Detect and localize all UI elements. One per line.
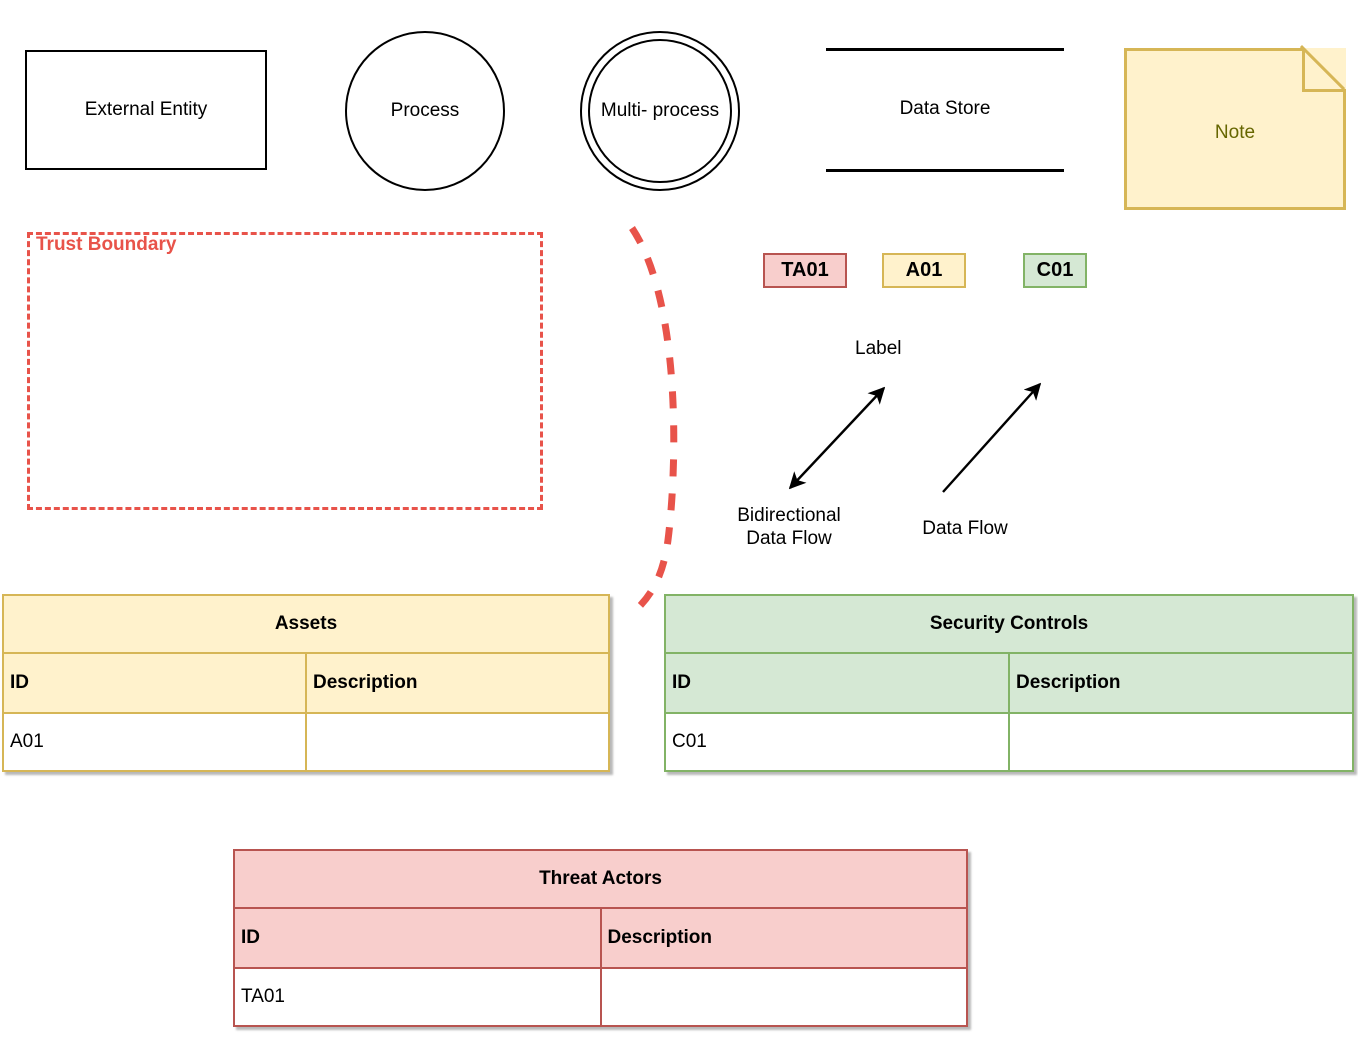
table-header-row: ID Description [2, 652, 610, 714]
table-row[interactable]: A01 [2, 712, 610, 772]
actors-col-id: ID [233, 907, 602, 969]
data-flow-arrows [788, 382, 1042, 493]
assets-table[interactable]: Assets ID Description A01 [2, 594, 610, 772]
multi-process-label: Multi- process [600, 100, 720, 122]
edge-label: Label [855, 338, 902, 359]
table-header-row: ID Description [233, 907, 968, 969]
external-entity-label: External Entity [84, 99, 208, 121]
assets-cell-id[interactable]: A01 [2, 712, 307, 772]
table-row[interactable]: C01 [664, 712, 1354, 772]
security-controls-table[interactable]: Security Controls ID Description C01 [664, 594, 1354, 772]
bidirectional-data-flow-caption: Bidirectional Data Flow [737, 505, 841, 549]
data-store-top-line [826, 48, 1064, 51]
trust-boundary-curve-line[interactable] [600, 210, 720, 620]
note-body [1124, 48, 1346, 210]
threat-actors-table[interactable]: Threat Actors ID Description TA01 [233, 849, 968, 1027]
actors-col-description: Description [599, 907, 968, 969]
actors-cell-id[interactable]: TA01 [233, 967, 602, 1027]
data-flow-caption: Data Flow [922, 518, 1008, 539]
assets-table-title: Assets [2, 594, 610, 654]
external-entity-shape[interactable]: External Entity [25, 50, 267, 170]
threat-actor-badge-label: TA01 [781, 259, 829, 281]
data-flow-arrow [942, 382, 1042, 493]
note-shape[interactable]: Note [1124, 48, 1346, 210]
security-controls-table-title: Security Controls [664, 594, 1354, 654]
trust-boundary-label: Trust Boundary [36, 234, 177, 255]
table-header-row: ID Description [664, 652, 1354, 714]
threat-actors-table-title: Threat Actors [233, 849, 968, 909]
bidirectional-data-flow-arrow [788, 386, 886, 490]
controls-col-description: Description [1008, 652, 1354, 714]
asset-badge-label: A01 [905, 259, 943, 281]
table-row[interactable]: TA01 [233, 967, 968, 1027]
threat-actor-badge[interactable]: TA01 [763, 253, 847, 288]
multi-process-shape[interactable]: Multi- process [580, 31, 740, 191]
assets-cell-description[interactable] [305, 712, 610, 772]
actors-cell-description[interactable] [599, 967, 968, 1027]
table-title-row: Assets [2, 594, 610, 654]
table-title-row: Threat Actors [233, 849, 968, 909]
trust-boundary-region[interactable] [27, 232, 543, 510]
control-badge[interactable]: C01 [1023, 253, 1087, 288]
data-store-shape[interactable]: Data Store [826, 48, 1064, 172]
note-label: Note [1214, 122, 1256, 143]
controls-cell-id[interactable]: C01 [664, 712, 1010, 772]
process-shape[interactable]: Process [345, 31, 505, 191]
process-label: Process [390, 100, 460, 122]
data-store-label: Data Store [899, 98, 991, 119]
note-fold-corner-icon [1302, 48, 1346, 92]
data-store-bottom-line [826, 169, 1064, 172]
assets-col-description: Description [305, 652, 610, 714]
controls-cell-description[interactable] [1008, 712, 1354, 772]
controls-col-id: ID [664, 652, 1010, 714]
control-badge-label: C01 [1036, 259, 1074, 281]
asset-badge[interactable]: A01 [882, 253, 966, 288]
table-title-row: Security Controls [664, 594, 1354, 654]
assets-col-id: ID [2, 652, 307, 714]
